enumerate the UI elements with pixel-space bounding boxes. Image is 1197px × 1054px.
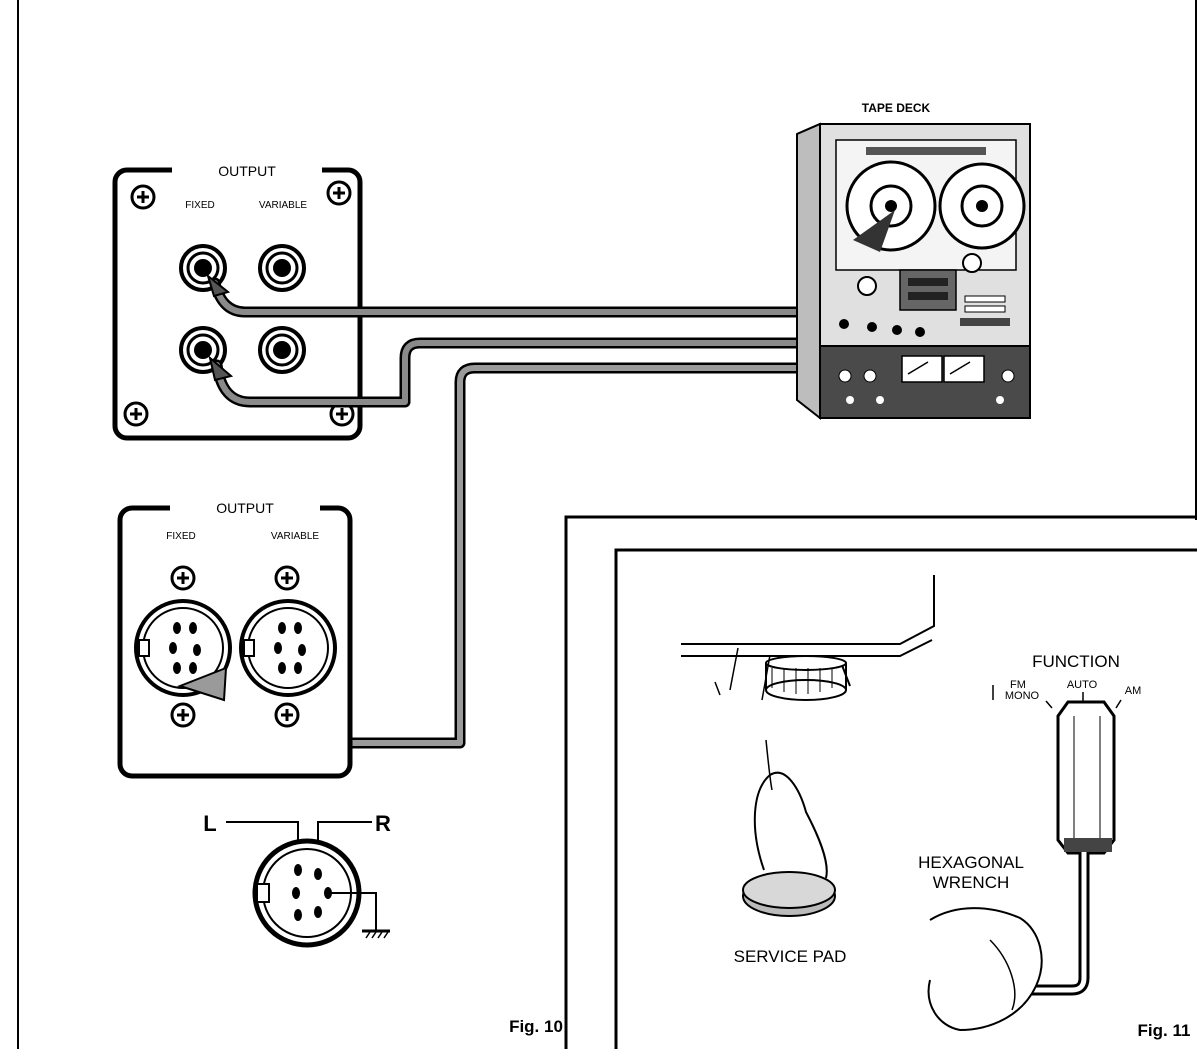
din-pinout-diagram: L R: [203, 811, 391, 948]
phono-jack-icon: [258, 326, 306, 374]
tape-reel-icon: [845, 160, 937, 252]
din-left-label: L: [203, 811, 216, 836]
tape-deck-label: TAPE DECK: [862, 101, 931, 115]
panel-top-fixed-label: FIXED: [185, 200, 214, 211]
panel-top-variable-label: VARIABLE: [259, 200, 307, 211]
tape-deck: TAPE DECK: [796, 101, 1031, 421]
screw-icon: [274, 702, 300, 728]
fm-label: FM: [1010, 679, 1026, 691]
output-panel-phono: OUTPUT FIXED VARIABLE: [112, 163, 363, 441]
function-label: FUNCTION: [1032, 652, 1120, 671]
screw-icon: [130, 184, 156, 210]
din-socket-icon: [239, 599, 337, 697]
auto-label: AUTO: [1067, 679, 1098, 691]
arrow-icon: [206, 273, 231, 298]
mono-label: MONO: [1005, 690, 1040, 702]
am-label: AM: [1125, 685, 1142, 697]
fig11-caption: Fig. 11: [1138, 1021, 1191, 1040]
fig10-caption: Fig. 10: [509, 1017, 563, 1036]
panel-top-title: OUTPUT: [218, 163, 276, 179]
ground-icon: [362, 929, 390, 939]
panel-din-variable-label: VARIABLE: [271, 531, 319, 542]
screw-icon: [274, 565, 300, 591]
service-pad-label: SERVICE PAD: [734, 947, 847, 966]
din-right-label: R: [375, 811, 391, 836]
screw-icon: [170, 702, 196, 728]
unit-foot-illustration: [681, 575, 935, 701]
vu-meter-icon: [943, 355, 985, 383]
tape-reel-icon: [938, 162, 1026, 250]
vu-meter-icon: [901, 355, 943, 383]
fig11-frame: [564, 515, 1197, 1049]
screw-icon: [326, 180, 352, 206]
output-panel-din: OUTPUT FIXED VARIABLE: [117, 500, 353, 779]
arrow-icon: [177, 666, 228, 702]
screw-icon: [170, 565, 196, 591]
screw-icon: [123, 401, 149, 427]
wrench-label-line2: WRENCH: [933, 873, 1010, 892]
panel-din-fixed-label: FIXED: [166, 531, 195, 542]
service-pad-illustration: SERVICE PAD: [714, 647, 847, 966]
panel-din-title: OUTPUT: [216, 500, 274, 516]
phono-jack-icon: [258, 244, 306, 292]
arrow-icon: [208, 355, 234, 382]
wrench-label-line1: HEXAGONAL: [918, 853, 1024, 872]
function-knob-illustration: FUNCTION FM MONO AUTO AM HEXAGONAL WRENC…: [918, 652, 1142, 1032]
